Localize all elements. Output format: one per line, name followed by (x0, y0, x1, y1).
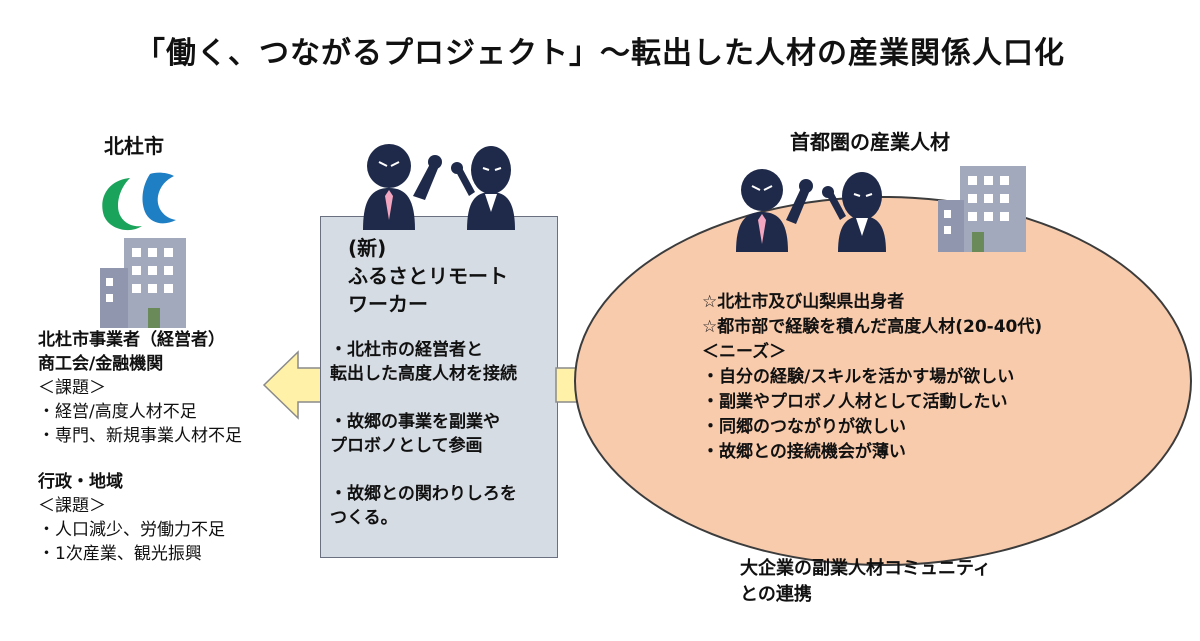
remote-workers-figures (363, 144, 515, 230)
left-desc-line: ＜課題＞ (38, 378, 106, 398)
metro-man-icon (736, 169, 813, 252)
corporate-note-line: 大企業の副業人材コミュニティ (740, 558, 991, 579)
left-desc-line: ・人口減少、労働力不足 (38, 520, 225, 540)
metro-desc-line: ☆北杜市及び山梨県出身者 (702, 292, 905, 312)
left-desc-line: ＜課題＞ (38, 496, 106, 516)
metro-talent-heading: 首都圏の産業人材 (790, 130, 950, 154)
left-desc-line: 商工会/金融機関 (38, 354, 164, 374)
metro-building-icon (938, 166, 1026, 252)
left-desc-line: ・1次産業、観光振興 (38, 544, 202, 564)
remote-worker-title-line: ワーカー (348, 292, 428, 316)
remote-worker-body-line (330, 458, 517, 482)
worker-woman-icon (451, 146, 515, 230)
corporate-community-note: 大企業の副業人材コミュニティとの連携 (740, 556, 991, 608)
corporate-note-line: との連携 (740, 584, 812, 605)
left-desc-line: 北杜市事業者（経営者） (38, 330, 225, 350)
diagram-title: 「働く、つながるプロジェクト」～転出した人材の産業関係人口化 (135, 36, 1065, 71)
remote-worker-box (320, 216, 558, 558)
left-arrow-icon (262, 350, 325, 420)
worker-man-icon (363, 144, 442, 230)
metro-woman-icon (822, 172, 886, 252)
city-name: 北杜市 (104, 134, 164, 158)
city-logo-icon (102, 172, 176, 231)
metro-talent-description: ☆北杜市及び山梨県出身者 ☆都市部で経験を積んだ高度人材(20-40代) ＜ニーズ＞… (702, 290, 1042, 465)
left-description: 北杜市事業者（経営者） 商工会/金融機関 ＜課題＞ ・経営/高度人材不足・専門、新規事… (38, 328, 242, 566)
metro-talent-ellipse (574, 196, 1192, 566)
metro-desc-line: ＜ニーズ＞ (702, 342, 787, 362)
city-building-icon (100, 238, 186, 328)
remote-worker-body-line: 転出した高度人材を接続 (330, 364, 517, 384)
remote-worker-body-line: プロボノとして参画 (330, 436, 483, 456)
metro-desc-line: ・同郷のつながりが欲しい (702, 417, 906, 437)
remote-worker-body-line: ・北杜市の経営者と (330, 340, 483, 360)
metro-desc-line: ・副業やプロボノ人材として活動したい (702, 392, 1008, 412)
remote-worker-body-line (330, 386, 517, 410)
remote-worker-title: (新) ふるさとリモートワーカー (348, 234, 508, 318)
metro-figures (736, 166, 1026, 252)
remote-worker-body: ・北杜市の経営者と転出した高度人材を接続・故郷の事業を副業やプロボノとして参画・… (330, 338, 517, 530)
city-logo-and-building (100, 172, 186, 328)
left-desc-line (38, 448, 242, 470)
remote-worker-body-line: ・故郷との関わりしろを (330, 484, 517, 504)
metro-desc-line: ☆都市部で経験を積んだ高度人材(20-40代) (702, 317, 1043, 337)
remote-worker-body-line: ・故郷の事業を副業や (330, 412, 500, 432)
remote-worker-title-line: ふるさとリモート (348, 264, 508, 288)
left-desc-line: ・経営/高度人材不足 (38, 402, 197, 422)
left-desc-line: 行政・地域 (38, 472, 123, 492)
metro-desc-line: ・故郷との接続機会が薄い (702, 442, 906, 462)
remote-worker-body-line: つくる。 (330, 508, 398, 528)
left-desc-line: ・専門、新規事業人材不足 (38, 426, 242, 446)
metro-desc-line: ・自分の経験/スキルを活かす場が欲しい (702, 367, 1015, 387)
remote-worker-title-line: (新) (348, 236, 387, 260)
